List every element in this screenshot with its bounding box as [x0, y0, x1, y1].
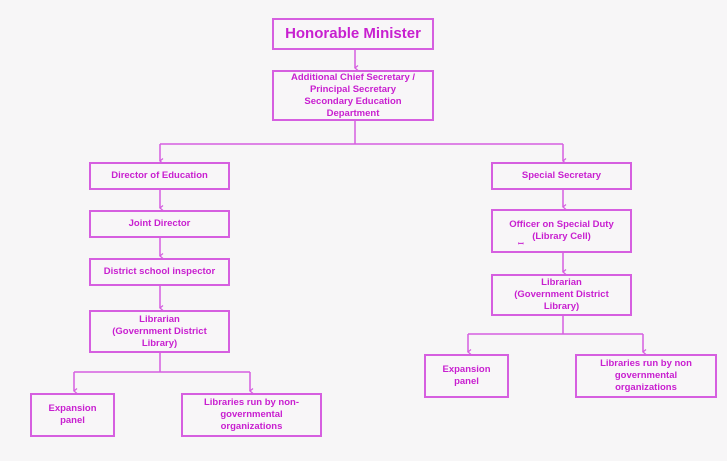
node-district-school-inspector: District school inspector — [89, 258, 230, 286]
node-label: Honorable Minister — [285, 25, 421, 42]
node-expansion-panel-left: Expansion panel — [30, 393, 115, 437]
node-label: Expansion panel — [48, 403, 97, 426]
node-director-of-education: Director of Education — [89, 162, 230, 190]
node-label: Expansion panel — [442, 364, 491, 387]
node-label: Special Secretary — [521, 170, 602, 181]
node-label: Librarian (Government District Library) — [514, 277, 609, 312]
node-label: Libraries run by non governmental organi… — [600, 358, 692, 393]
node-special-secretary: Special Secretary — [491, 162, 632, 190]
node-librarian-left: Librarian (Government District Library) — [89, 310, 230, 353]
node-label: District school inspector — [103, 266, 216, 277]
node-expansion-panel-right: Expansion panel — [424, 354, 509, 398]
node-label: Joint Director — [128, 218, 191, 229]
node-label: Director of Education — [111, 170, 208, 181]
node-ngo-libraries-right: Libraries run by non governmental organi… — [575, 354, 717, 398]
node-label: Additional Chief Secretary / Principal S… — [290, 71, 416, 119]
node-label: Libraries run by non-governmental organi… — [203, 397, 299, 432]
stray-mark: ꟷ — [518, 241, 524, 248]
node-honorable-minister: Honorable Minister — [272, 18, 434, 50]
node-label: Officer on Special Duty (Library Cell) — [509, 219, 614, 242]
node-joint-director: Joint Director — [89, 210, 230, 238]
node-librarian-right: Librarian (Government District Library) — [491, 274, 632, 316]
node-ngo-libraries-left: Libraries run by non-governmental organi… — [181, 393, 322, 437]
node-label: Librarian (Government District Library) — [112, 313, 207, 349]
node-officer-special-duty: Officer on Special Duty (Library Cell) — [491, 209, 632, 253]
node-additional-chief-secretary: Additional Chief Secretary / Principal S… — [272, 70, 434, 121]
